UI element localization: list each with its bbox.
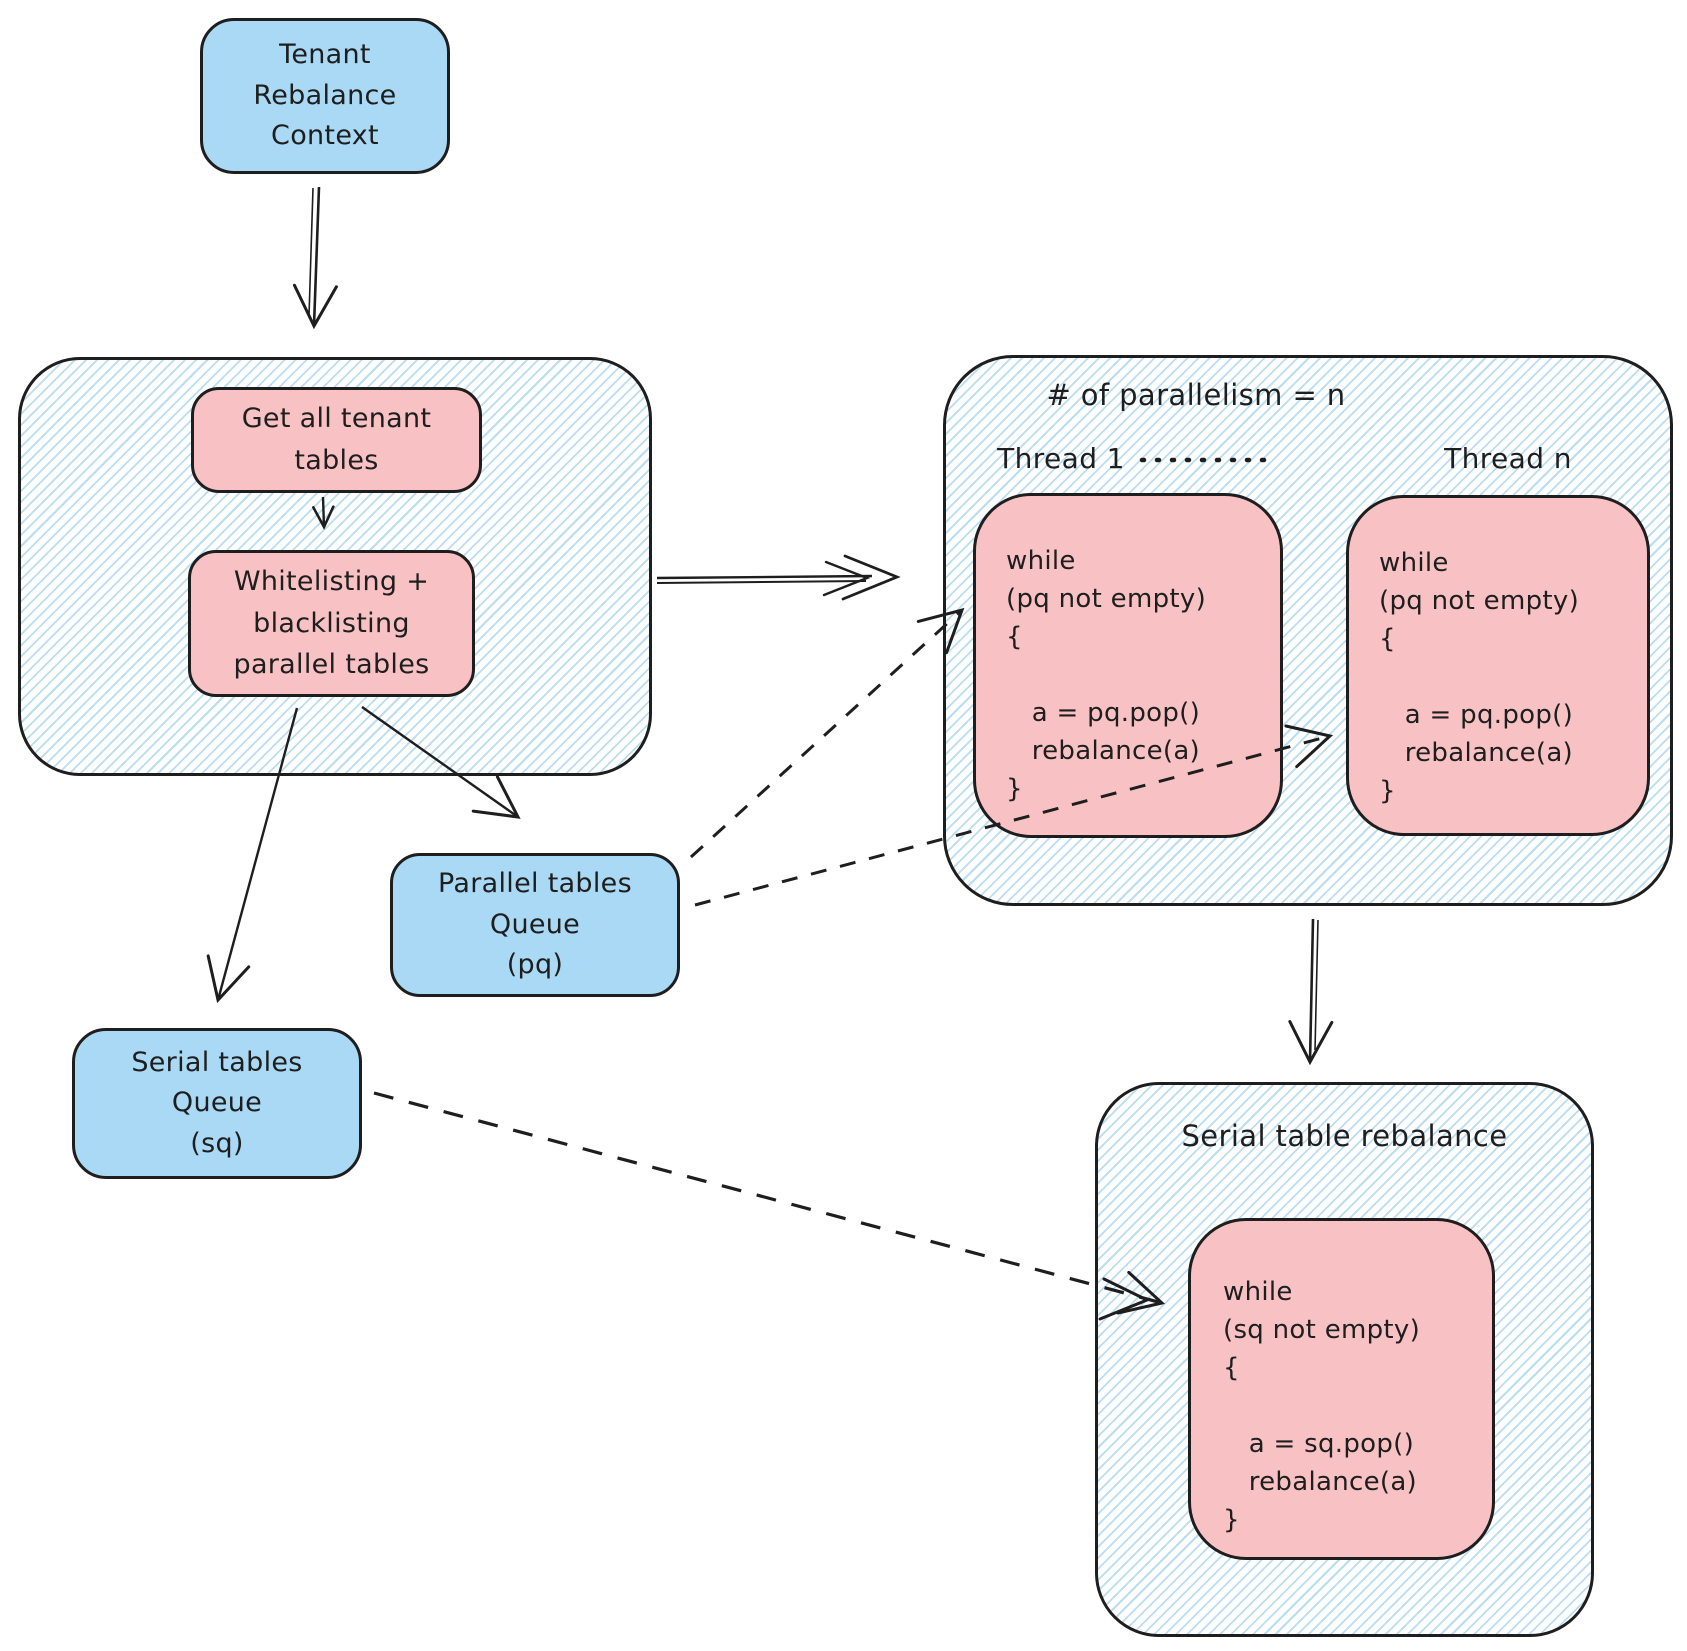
thread-1-label: Thread 1 [997, 442, 1125, 475]
thread-n-code-box: while (pq not empty) { a = pq.pop() reba… [1346, 495, 1650, 836]
arrow-pipeline-to-parallelism-shaft2 [656, 580, 867, 584]
arrow-pipeline-to-parallelism-head2 [822, 560, 871, 597]
arrow-pipeline-to-parallelism-head [841, 554, 901, 601]
thread-n-label: Thread n [1444, 442, 1572, 475]
serial-rebalance-container: Serial table rebalance while (sq not emp… [1095, 1082, 1594, 1637]
dashed-arrow-pq-to-thread1 [689, 607, 965, 859]
parallelism-title: # of parallelism = n [1046, 378, 1346, 412]
tenant-pipeline-container: Get all tenant tables Whitelisting + bla… [18, 357, 652, 776]
parallel-tables-queue-node: Parallel tables Queue (pq) [390, 853, 680, 997]
serial-tables-queue-node: Serial tables Queue (sq) [72, 1028, 362, 1179]
arrow-tenant-to-pipeline-stroke2 [308, 187, 314, 317]
arrow-pipeline-to-parallelism-shaft1 [656, 574, 873, 580]
get-all-tenant-tables-box: Get all tenant tables [191, 387, 482, 493]
whitelist-blacklist-box: Whitelisting + blacklisting parallel tab… [188, 550, 475, 697]
thread-1-code-box: while (pq not empty) { a = pq.pop() reba… [973, 493, 1283, 838]
parallelism-container: # of parallelism = n Thread 1 Thread n w… [943, 355, 1673, 906]
serial-rebalance-title: Serial table rebalance [1181, 1119, 1508, 1153]
dashed-arrow-sq-to-serial [373, 1091, 1166, 1315]
arrow-tenant-to-pipeline [292, 186, 338, 330]
arrow-parallelism-to-serial [1288, 918, 1334, 1066]
tenant-rebalance-context-node: Tenant Rebalance Context [200, 18, 450, 174]
serial-code-box: while (sq not empty) { a = sq.pop() reba… [1188, 1218, 1495, 1560]
arrow-parallelism-to-serial-stroke2 [1314, 919, 1319, 1051]
